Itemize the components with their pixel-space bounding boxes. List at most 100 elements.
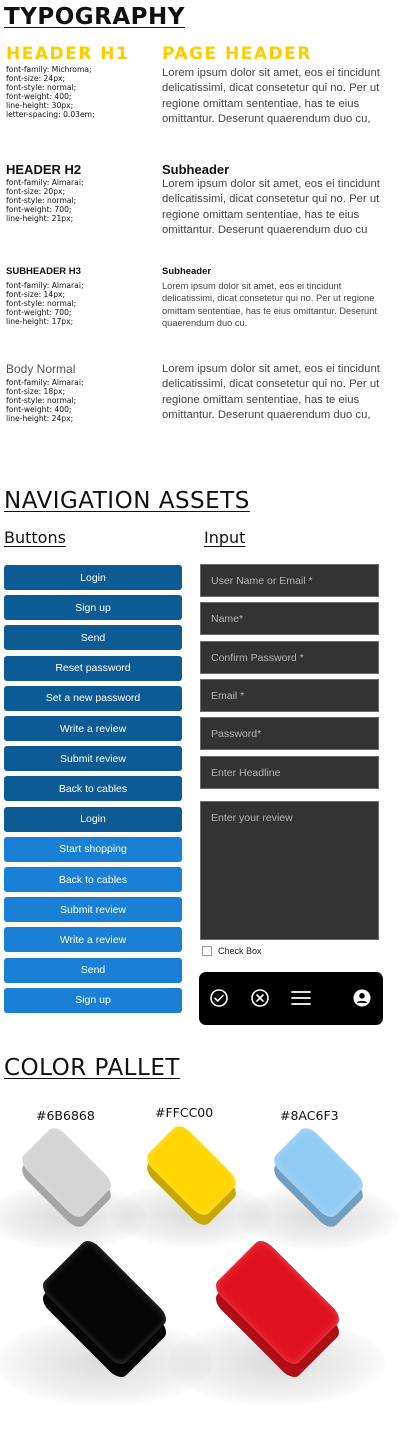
body-sample-text: Lorem ipsum dolor sit amet, eos ei tinci…: [162, 363, 380, 421]
nav-button[interactable]: Submit review: [4, 897, 182, 923]
button-label: Sign up: [75, 994, 111, 1007]
prop-line: font-style: normal;: [6, 196, 77, 205]
button-label: Login: [80, 571, 106, 584]
h2-sample-text: Lorem ipsum dolor sit amet, eos ei tinci…: [162, 178, 380, 236]
body-sample: Lorem ipsum dolor sit amet, eos ei tinci…: [162, 362, 394, 423]
field-placeholder: Email *: [211, 689, 245, 702]
prop-line: font-family: Almarai;: [6, 378, 84, 387]
menu-icon[interactable]: [291, 988, 311, 1008]
confirm-password-field[interactable]: Confirm Password *: [200, 641, 379, 674]
h2-style-name: HEADER H2: [6, 162, 82, 177]
typography-title: TYPOGRAPHY: [4, 4, 185, 30]
h1-style-props: font-family: Michroma; font-size: 24px; …: [6, 65, 156, 119]
nav-button[interactable]: Send: [4, 957, 182, 983]
nav-button[interactable]: Reset password: [4, 655, 182, 681]
h3-sample-text: Lorem ipsum dolor sit amet, eos ei tinci…: [162, 281, 377, 328]
h1-sample-text: Lorem ipsum dolor sit amet, eos ei tinci…: [162, 67, 380, 125]
nav-button[interactable]: Write a review: [4, 927, 182, 953]
prop-line: line-height: 24px;: [6, 414, 74, 423]
subheader-h3-sample: Subheader: [162, 266, 212, 277]
prop-line: letter-spacing: 0.03em;: [6, 110, 95, 119]
headline-field[interactable]: Enter Headline: [200, 756, 379, 789]
prop-line: font-family: Almarai;: [6, 178, 84, 187]
h3-spec: SUBHEADER H3 font-family: Almarai; font-…: [6, 266, 156, 326]
prop-line: font-size: 14px;: [6, 290, 66, 299]
nav-button[interactable]: Login: [4, 806, 182, 832]
review-textarea[interactable]: Enter your review: [200, 801, 379, 940]
nav-button[interactable]: Send: [4, 625, 182, 651]
prop-line: font-weight: 400;: [6, 92, 72, 101]
subheader-sample: Subheader: [162, 162, 230, 177]
button-label: Send: [80, 964, 106, 977]
swatch-hex-label: #6B6868: [36, 1108, 95, 1123]
body-style-name: Body Normal: [6, 362, 76, 376]
textarea-placeholder: Enter your review: [211, 812, 293, 824]
button-label: Write a review: [59, 722, 127, 735]
field-placeholder: Confirm Password *: [211, 651, 304, 664]
prop-line: font-style: normal;: [6, 396, 77, 405]
navigation-assets-title: NAVIGATION ASSETS: [4, 488, 250, 514]
h1-sample: PAGE HEADER Lorem ipsum dolor sit amet, …: [162, 44, 394, 127]
email-field[interactable]: Email *: [200, 679, 379, 712]
nav-button[interactable]: Login: [4, 565, 182, 590]
nav-button[interactable]: Set a new password: [4, 685, 182, 711]
button-label: Back to cables: [58, 873, 128, 886]
button-label: Reset password: [55, 662, 131, 675]
h2-sample: Subheader Lorem ipsum dolor sit amet, eo…: [162, 162, 394, 238]
page-header-sample: PAGE HEADER: [162, 44, 312, 64]
prop-line: font-style: normal;: [6, 299, 77, 308]
field-placeholder: Name*: [211, 612, 244, 625]
nav-button[interactable]: Start shopping: [4, 836, 182, 862]
field-placeholder: User Name or Email *: [211, 574, 313, 587]
button-label: Back to cables: [58, 782, 128, 795]
prop-line: font-weight: 400;: [6, 405, 72, 414]
close-circle-icon[interactable]: [250, 988, 270, 1008]
prop-line: font-family: Michroma;: [6, 65, 92, 74]
checkbox-label: Check Box: [218, 946, 262, 956]
color-pallet-title: COLOR PALLET: [4, 1055, 180, 1081]
button-label: Login: [80, 813, 106, 826]
swatch-hex-label: #8AC6F3: [280, 1108, 339, 1123]
buttons-subtitle: Buttons: [4, 528, 66, 547]
prop-line: line-height: 21px;: [6, 214, 74, 223]
prop-line: line-height: 30px;: [6, 101, 74, 110]
button-label: Write a review: [59, 933, 127, 946]
prop-line: font-weight: 700;: [6, 205, 72, 214]
body-style-props: font-family: Almarai; font-size: 18px; f…: [6, 378, 156, 423]
input-subtitle: Input: [204, 528, 246, 547]
field-placeholder: Enter Headline: [211, 766, 281, 779]
button-label: Start shopping: [59, 843, 127, 856]
nav-button[interactable]: Back to cables: [4, 867, 182, 892]
nav-button[interactable]: Sign up: [4, 987, 182, 1013]
prop-line: font-family: Almarai;: [6, 281, 84, 290]
name-field[interactable]: Name*: [200, 602, 379, 635]
password-field[interactable]: Password*: [200, 717, 379, 750]
h1-style-name: HEADER H1: [6, 44, 130, 64]
bottom-nav-bar: [199, 972, 383, 1025]
h3-sample: Subheader Lorem ipsum dolor sit amet, eo…: [162, 266, 394, 329]
body-spec: Body Normal font-family: Almarai; font-s…: [6, 362, 156, 423]
swatch-hex-label: #FFCC00: [155, 1105, 214, 1120]
prop-line: line-height: 17px;: [6, 317, 74, 326]
user-icon[interactable]: [353, 989, 371, 1007]
prop-line: font-size: 18px;: [6, 387, 66, 396]
button-label: Send: [80, 631, 106, 644]
checkbox-row[interactable]: Check Box: [202, 946, 262, 956]
h3-style-name: SUBHEADER H3: [6, 266, 81, 277]
prop-line: font-style: normal;: [6, 83, 77, 92]
prop-line: font-weight: 700;: [6, 308, 72, 317]
nav-button[interactable]: Sign up: [4, 595, 182, 621]
button-label: Sign up: [75, 601, 111, 614]
prop-line: font-size: 20px;: [6, 187, 66, 196]
checkbox[interactable]: [202, 946, 212, 956]
check-circle-icon[interactable]: [209, 988, 229, 1008]
username-or-email-field[interactable]: User Name or Email *: [200, 564, 379, 597]
prop-line: font-size: 24px;: [6, 74, 66, 83]
button-label: Submit review: [60, 752, 126, 765]
nav-button[interactable]: Write a review: [4, 716, 182, 741]
h1-spec: HEADER H1 font-family: Michroma; font-si…: [6, 44, 156, 119]
nav-button[interactable]: Back to cables: [4, 776, 182, 802]
button-label: Set a new password: [45, 692, 141, 705]
h3-style-props: font-family: Almarai; font-size: 14px; f…: [6, 281, 156, 326]
nav-button[interactable]: Submit review: [4, 746, 182, 772]
